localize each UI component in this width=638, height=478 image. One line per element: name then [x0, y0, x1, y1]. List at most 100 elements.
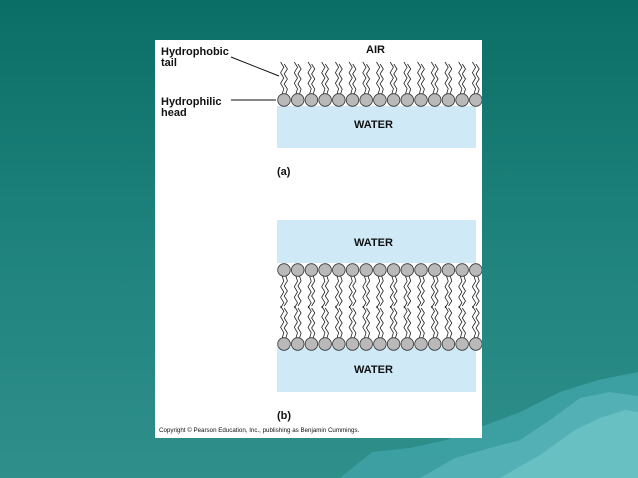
- lipid-tail: [365, 307, 371, 339]
- lipid-head: [290, 93, 305, 107]
- water-label-b-bottom: WATER: [354, 364, 393, 376]
- lipid-head: [304, 337, 319, 351]
- lipid-tail: [293, 61, 298, 95]
- lipid-tail: [297, 275, 302, 307]
- lipid-head: [345, 93, 360, 107]
- lipid-tail: [475, 275, 480, 307]
- lipid-tail: [389, 305, 394, 339]
- lipid-tail: [444, 305, 449, 339]
- lipid-tail: [430, 305, 435, 339]
- lipid-tail: [376, 305, 381, 339]
- lipid-tail: [393, 63, 398, 95]
- lipid-tail: [458, 305, 463, 339]
- lipid-tail: [417, 275, 422, 309]
- lipid-tail: [334, 61, 340, 95]
- lipid-tail: [321, 275, 326, 309]
- lipid-tail: [403, 305, 408, 339]
- lipid-tail: [389, 275, 394, 309]
- lipid-tail: [280, 61, 285, 95]
- lipid-tail: [297, 63, 302, 95]
- lipid-tail: [293, 305, 298, 339]
- lipid-head: [400, 263, 415, 277]
- lipid-head: [373, 263, 387, 277]
- lipid-tail: [461, 63, 466, 95]
- label-hydrophilic-text: Hydrophilic head: [161, 96, 222, 119]
- water-region-a: [277, 106, 476, 148]
- lipid-tail: [475, 307, 480, 339]
- lipid-head: [414, 337, 428, 351]
- lipid-head: [455, 93, 469, 107]
- lipid-tail: [280, 305, 285, 339]
- lipid-tail: [321, 61, 326, 95]
- lipid-tail: [283, 63, 288, 95]
- lipid-head: [428, 337, 442, 351]
- lipid-tail: [471, 275, 477, 309]
- lipid-tail: [352, 63, 357, 95]
- lipid-tail: [393, 307, 398, 339]
- lipid-tail: [448, 63, 453, 95]
- water-region-b-top: [277, 220, 476, 263]
- water-label-b-top: WATER: [354, 237, 393, 249]
- lipid-tail: [376, 61, 381, 95]
- lipid-head: [414, 93, 428, 107]
- lipid-tail: [280, 275, 285, 309]
- lipid-tail: [307, 61, 312, 95]
- lipid-head: [414, 263, 428, 277]
- lipid-head: [441, 337, 456, 351]
- lipid-tail: [334, 305, 340, 339]
- lipid-tail: [324, 307, 329, 339]
- lipid-head: [345, 337, 360, 351]
- lipid-head: [469, 337, 482, 351]
- copyright-text: Copyright © Pearson Education, Inc., pub…: [159, 427, 360, 434]
- lipid-tail: [362, 305, 367, 339]
- lipid-head: [428, 263, 442, 277]
- panel-a-label: (a): [277, 166, 291, 178]
- lipid-tail: [403, 61, 408, 95]
- lipid-tail: [307, 305, 312, 339]
- lipid-head: [373, 93, 387, 107]
- lipid-tail: [407, 63, 412, 95]
- lipid-tail: [324, 275, 329, 307]
- lipid-tail: [311, 307, 316, 339]
- lipid-tail: [334, 275, 340, 309]
- lipid-head: [290, 263, 305, 277]
- lipid-tail: [283, 307, 288, 339]
- lipid-tail: [444, 275, 449, 309]
- lipid-tail: [379, 307, 384, 339]
- lipid-head: [318, 263, 332, 277]
- lipid-head: [345, 263, 360, 277]
- lipid-tail: [338, 275, 343, 307]
- lipid-head: [386, 263, 401, 277]
- lipid-tail: [475, 63, 480, 95]
- lipid-tail: [362, 275, 367, 309]
- lipid-tail: [352, 275, 357, 307]
- lipid-head: [332, 337, 346, 351]
- lipid-head: [455, 337, 469, 351]
- lipid-tail: [389, 61, 394, 95]
- lipid-tail: [379, 275, 384, 307]
- panel-b-label: (b): [277, 410, 292, 422]
- lipid-tail: [461, 275, 466, 307]
- lipid-head: [277, 337, 291, 351]
- lipid-tail: [430, 275, 435, 309]
- lipid-tail: [283, 275, 288, 307]
- lipid-tail: [365, 63, 371, 95]
- lipid-tail: [420, 63, 425, 95]
- lipid-head: [400, 93, 415, 107]
- water-label-a: WATER: [354, 119, 393, 131]
- lipid-tail: [352, 307, 357, 339]
- lipid-head: [386, 337, 401, 351]
- lipid-head: [359, 263, 373, 277]
- lipid-tail: [321, 305, 326, 339]
- lipid-tail: [434, 307, 439, 339]
- pointer-line-tail: [230, 56, 280, 77]
- lipid-head: [332, 263, 346, 277]
- lipid-tail: [393, 275, 398, 307]
- lipid-head: [359, 93, 373, 107]
- lipid-diagram: [230, 56, 482, 392]
- lipid-tail: [403, 275, 408, 309]
- water-region-b-bottom: [277, 347, 476, 392]
- label-hydrophobic-text: Hydrophobic tail: [161, 46, 229, 69]
- lipid-head: [290, 337, 305, 351]
